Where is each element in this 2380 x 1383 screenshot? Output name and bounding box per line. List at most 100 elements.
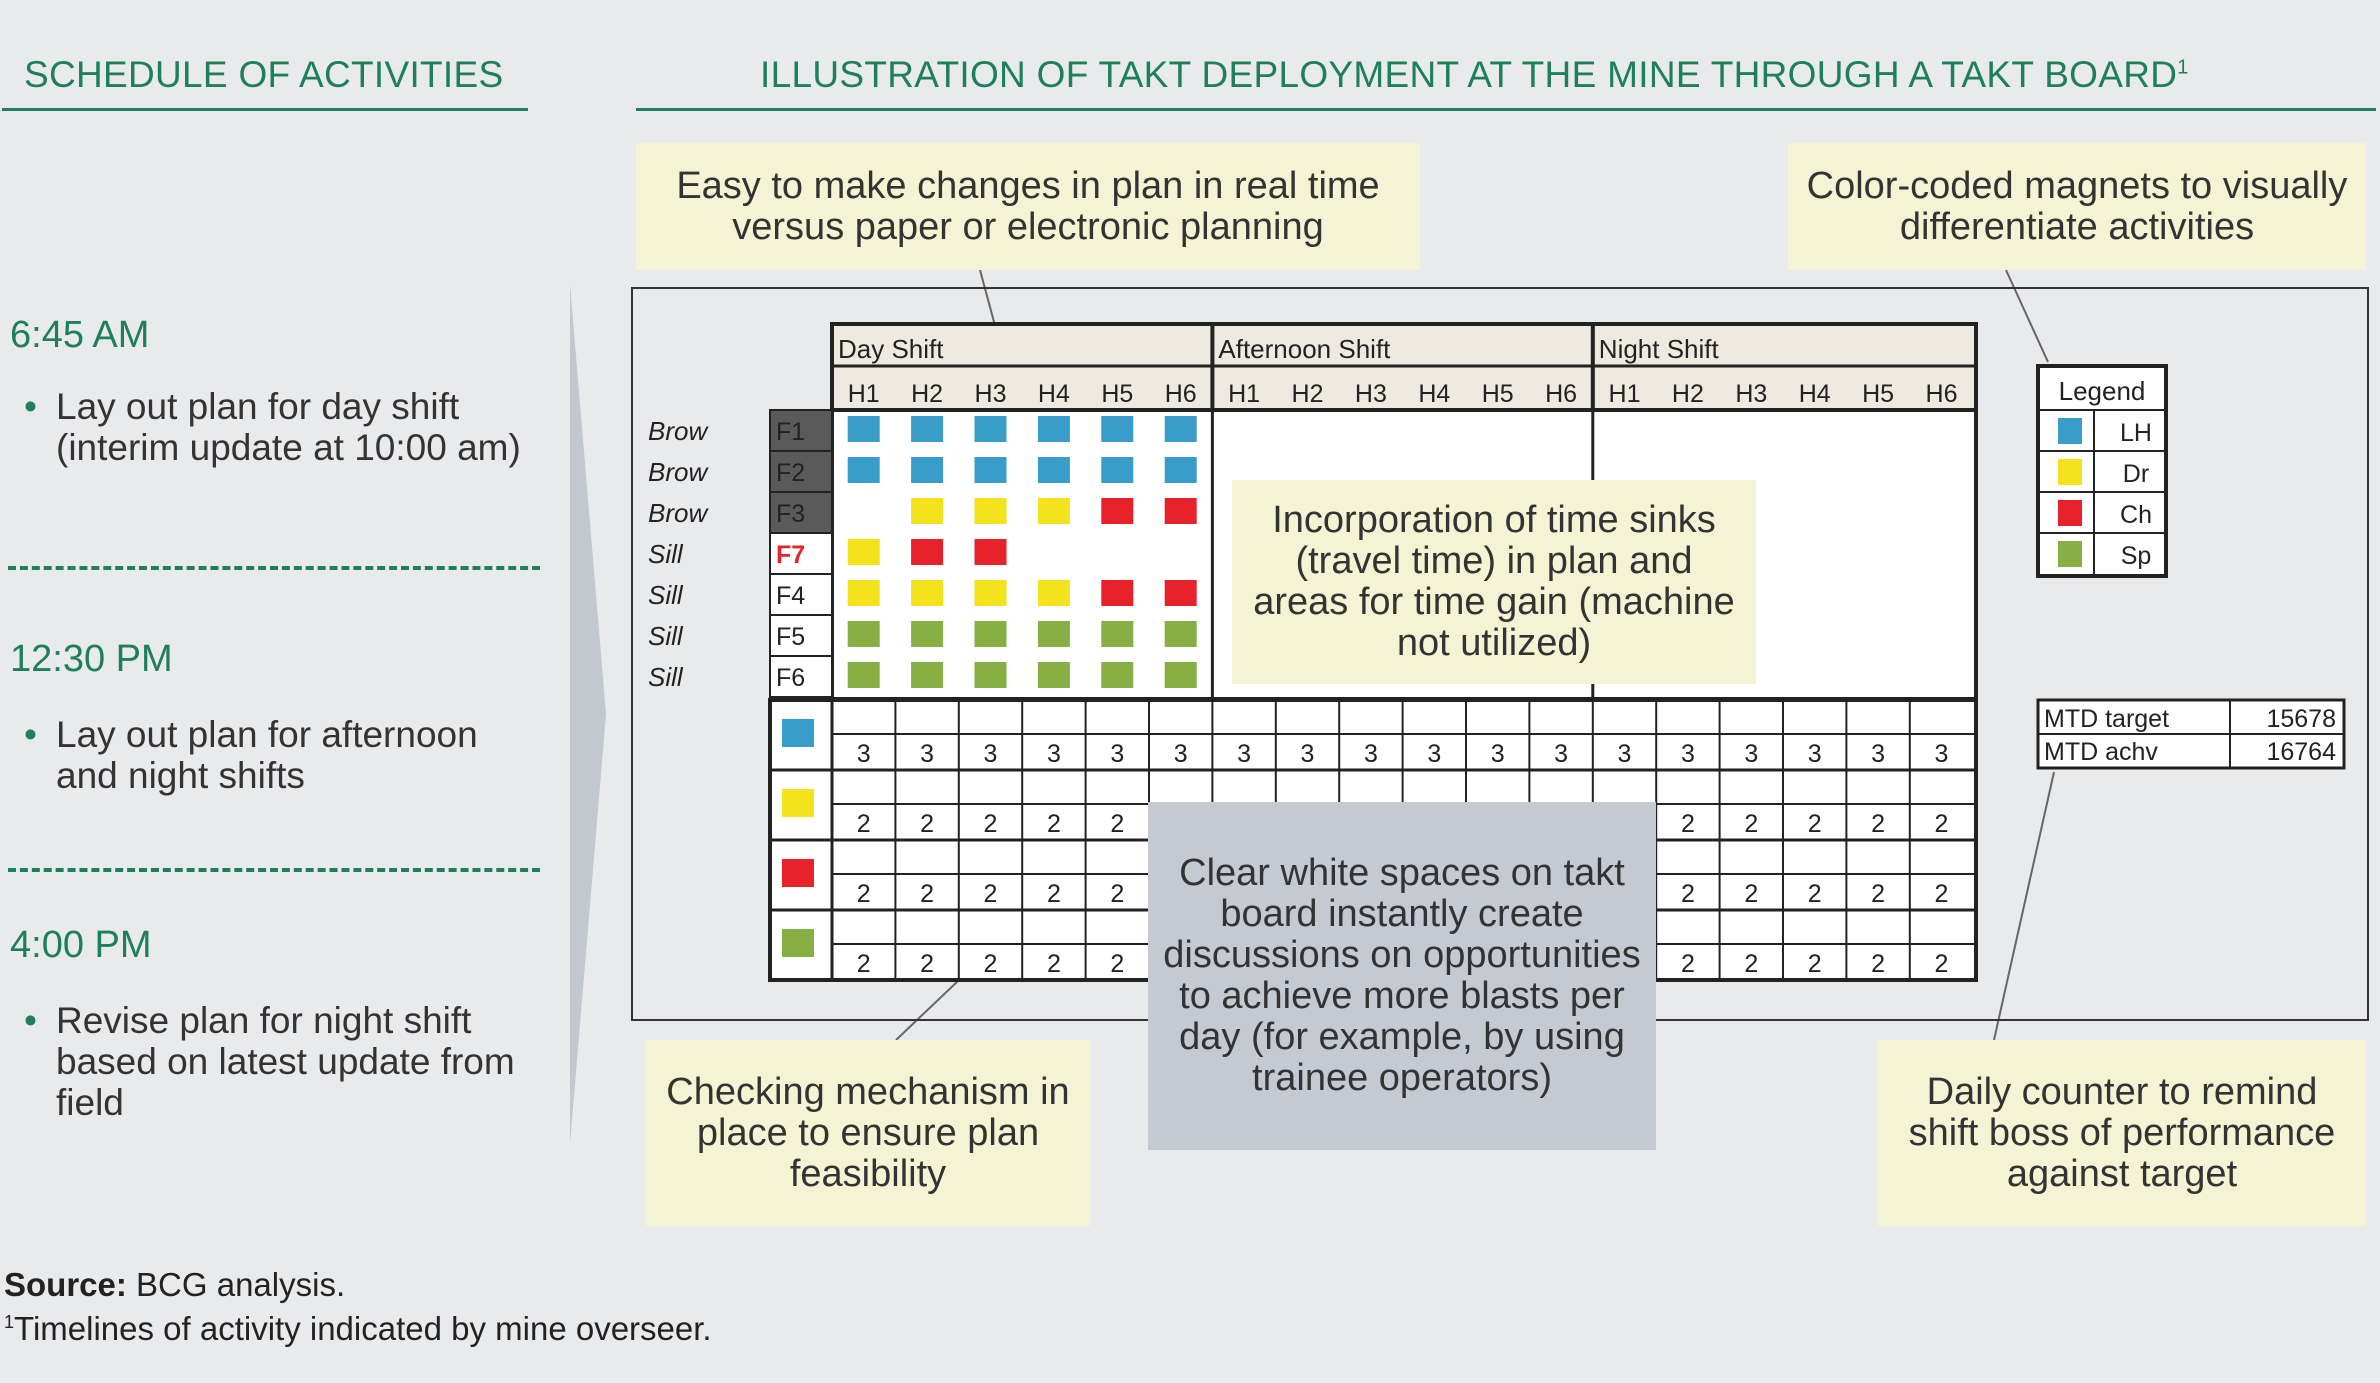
capacity-magnet-ch: [782, 859, 814, 887]
schedule-bullet-1: • Lay out plan for day shift (interim up…: [10, 386, 526, 468]
capacity-value: 2: [1681, 950, 1695, 978]
capacity-magnet-lh: [782, 719, 814, 747]
magnet-lh: [1101, 457, 1134, 483]
callout-easy-changes: Easy to make changes in plan in real tim…: [636, 143, 1420, 270]
time-label-1: 6:45 AM: [10, 314, 150, 356]
hour-label: H3: [1735, 380, 1767, 408]
magnet-dr: [974, 498, 1007, 524]
hour-label: H5: [1101, 380, 1133, 408]
capacity-value: 2: [1808, 810, 1822, 838]
magnet-ch: [1101, 498, 1134, 524]
capacity-value: 3: [1554, 740, 1568, 768]
shift-label: Night Shift: [1599, 334, 1720, 364]
capacity-value: 2: [1047, 810, 1061, 838]
magnet-ch: [911, 539, 944, 565]
schedule-bullet-3: • Revise plan for night shift based on l…: [10, 1000, 526, 1123]
magnet-dr: [911, 580, 944, 606]
hour-label: H3: [1355, 380, 1387, 408]
magnet-lh: [911, 457, 944, 483]
hour-label: H5: [1482, 380, 1514, 408]
hour-label: H1: [848, 380, 880, 408]
face-label: F6: [776, 664, 805, 692]
capacity-value: 2: [857, 810, 871, 838]
magnet-sp: [974, 662, 1007, 688]
takt-heading: ILLUSTRATION OF TAKT DEPLOYMENT AT THE M…: [760, 54, 2189, 96]
legend-label: Sp: [2121, 542, 2152, 570]
magnet-sp: [847, 621, 880, 647]
hour-label: H2: [1292, 380, 1324, 408]
schedule-heading-rule: [2, 108, 528, 111]
capacity-value: 2: [1110, 810, 1124, 838]
shift-label: Afternoon Shift: [1218, 334, 1391, 364]
capacity-value: 3: [857, 740, 871, 768]
hour-label: H4: [1418, 380, 1450, 408]
capacity-value: 2: [984, 880, 998, 908]
callout-easy-changes-text: Easy to make changes in plan in real tim…: [676, 164, 1380, 248]
magnet-ch: [1164, 580, 1197, 606]
callout-time-sinks: Incorporation of time sinks (travel time…: [1232, 480, 1756, 684]
shift-label: Day Shift: [838, 334, 944, 364]
capacity-value: 2: [920, 880, 934, 908]
callout-white-spaces-text: Clear white spaces on takt board instant…: [1163, 852, 1641, 1099]
magnet-sp: [1037, 662, 1070, 688]
face-label: F4: [776, 582, 805, 610]
face-label: F2: [776, 459, 805, 487]
time-label-3: 4:00 PM: [10, 924, 152, 966]
capacity-value: 2: [1110, 880, 1124, 908]
row-type-label: Sill: [648, 580, 684, 610]
capacity-value: 2: [920, 810, 934, 838]
capacity-value: 2: [1047, 880, 1061, 908]
hour-label: H6: [1545, 380, 1577, 408]
capacity-value: 3: [1491, 740, 1505, 768]
face-label: F3: [776, 500, 805, 528]
hour-label: H4: [1799, 380, 1831, 408]
magnet-sp: [911, 662, 944, 688]
footnote-mark: 1: [4, 1312, 15, 1332]
legend-label: Ch: [2120, 501, 2152, 529]
hour-label: H1: [1609, 380, 1641, 408]
capacity-value: 2: [1047, 950, 1061, 978]
mtd-value: 15678: [2266, 705, 2336, 733]
schedule-divider: [8, 566, 540, 570]
callout-daily-counter: Daily counter to remind shift boss of pe…: [1878, 1040, 2366, 1226]
schedule-heading: SCHEDULE OF ACTIVITIES: [24, 54, 504, 95]
face-cell: [769, 532, 833, 575]
face-cell: [769, 450, 833, 493]
hour-label: H2: [911, 380, 943, 408]
source-label: Source:: [4, 1266, 127, 1303]
magnet-sp: [847, 662, 880, 688]
magnet-sp: [1101, 621, 1134, 647]
row-type-label: Sill: [648, 539, 684, 569]
face-cell: [769, 655, 833, 698]
callout-checking-mechanism: Checking mechanism in place to ensure pl…: [646, 1040, 1090, 1226]
callout-color-magnets: Color-coded magnets to visually differen…: [1788, 143, 2366, 270]
legend-swatch-lh: [2058, 418, 2082, 444]
magnet-sp: [911, 621, 944, 647]
hour-label: H4: [1038, 380, 1070, 408]
legend-swatch-dr: [2058, 459, 2082, 485]
row-type-label: Brow: [648, 498, 709, 528]
capacity-value: 2: [920, 950, 934, 978]
magnet-dr: [1037, 580, 1070, 606]
legend-label: LH: [2120, 419, 2152, 447]
magnet-sp: [1164, 662, 1197, 688]
legend-title: Legend: [2059, 376, 2146, 406]
face-label: F5: [776, 623, 805, 651]
legend-label: Dr: [2123, 460, 2149, 488]
capacity-value: 3: [1301, 740, 1315, 768]
hour-label: H1: [1228, 380, 1260, 408]
capacity-value: 2: [857, 880, 871, 908]
capacity-value: 2: [984, 810, 998, 838]
capacity-value: 2: [857, 950, 871, 978]
magnet-lh: [847, 416, 880, 442]
capacity-value: 2: [1871, 880, 1885, 908]
hour-label: H2: [1672, 380, 1704, 408]
magnet-dr: [911, 498, 944, 524]
callout-checking-mechanism-text: Checking mechanism in place to ensure pl…: [666, 1070, 1070, 1195]
magnet-lh: [1101, 416, 1134, 442]
callout-color-magnets-text: Color-coded magnets to visually differen…: [1806, 164, 2348, 248]
source-text: BCG analysis.: [136, 1266, 346, 1303]
face-label: F1: [776, 418, 805, 446]
magnet-dr: [847, 539, 880, 565]
capacity-value: 3: [1744, 740, 1758, 768]
